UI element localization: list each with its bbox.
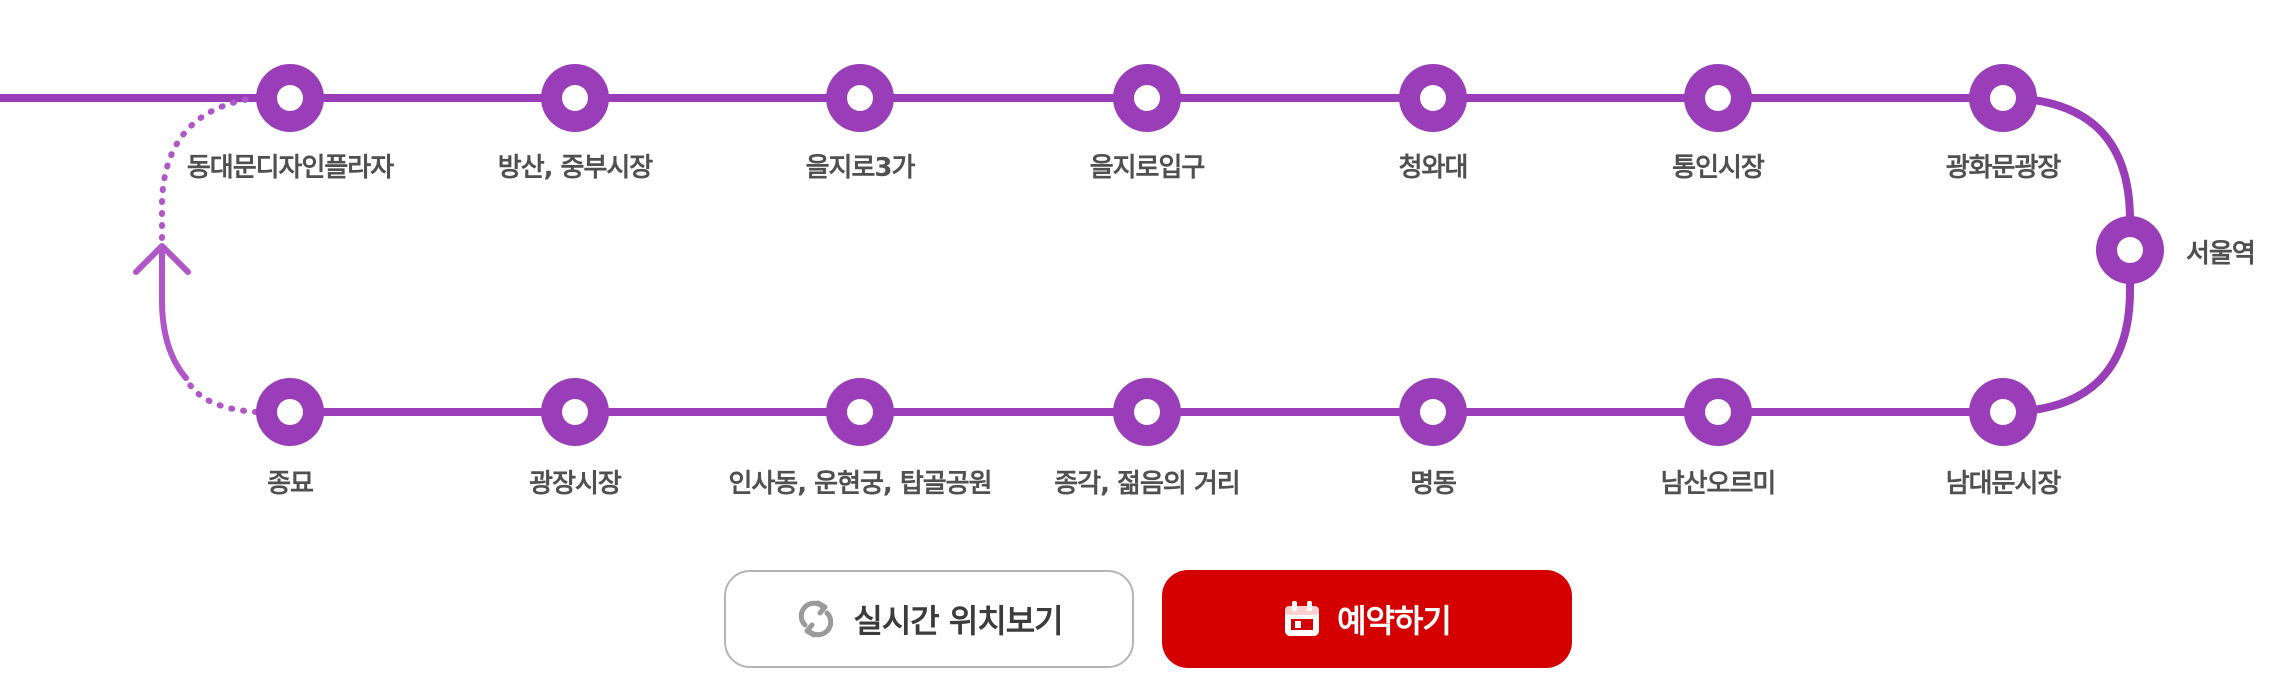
station-label-top-5[interactable]: 통인시장 xyxy=(1672,153,1765,183)
station-marker-bottom-3[interactable] xyxy=(1113,378,1181,446)
station-label-top-2[interactable]: 을지로3가 xyxy=(805,153,916,183)
station-label-bottom-3[interactable]: 종각, 젊음의 거리 xyxy=(1054,469,1240,499)
station-label-side-0[interactable]: 서울역 xyxy=(2186,239,2256,269)
station-marker-side-0[interactable] xyxy=(2096,216,2164,284)
station-marker-top-2[interactable] xyxy=(826,64,894,132)
station-label-top-0[interactable]: 동대문디자인플라자 xyxy=(186,153,394,183)
station-label-top-4[interactable]: 청와대 xyxy=(1398,153,1469,183)
station-marker-top-1[interactable] xyxy=(541,64,609,132)
route-map xyxy=(0,64,2164,446)
station-label-bottom-4[interactable]: 인사동, 운현궁, 탑골공원 xyxy=(728,469,992,499)
realtime-location-label: 실시간 위치보기 xyxy=(853,602,1063,640)
station-marker-bottom-4[interactable] xyxy=(826,378,894,446)
loop-connector xyxy=(133,95,259,415)
route-line xyxy=(0,94,2134,416)
station-marker-top-4[interactable] xyxy=(1399,64,1467,132)
station-label-top-1[interactable]: 방산, 중부시장 xyxy=(497,153,653,183)
station-marker-top-0[interactable] xyxy=(256,64,324,132)
station-marker-top-5[interactable] xyxy=(1684,64,1752,132)
station-marker-bottom-6[interactable] xyxy=(256,378,324,446)
station-label-bottom-6[interactable]: 종묘 xyxy=(267,469,314,499)
refresh-icon xyxy=(795,599,837,639)
station-label-bottom-2[interactable]: 명동 xyxy=(1410,469,1457,499)
station-label-bottom-1[interactable]: 남산오르미 xyxy=(1660,469,1777,499)
reserve-button[interactable]: 예약하기 xyxy=(1162,570,1572,668)
station-marker-bottom-1[interactable] xyxy=(1684,378,1752,446)
station-label-bottom-0[interactable]: 남대문시장 xyxy=(1945,469,2062,499)
calendar-icon xyxy=(1283,600,1321,638)
realtime-location-button[interactable]: 실시간 위치보기 xyxy=(724,570,1134,668)
station-marker-bottom-5[interactable] xyxy=(541,378,609,446)
station-label-top-3[interactable]: 을지로입구 xyxy=(1089,153,1206,183)
station-label-bottom-5[interactable]: 광장시장 xyxy=(529,469,622,499)
stations xyxy=(256,64,2164,446)
station-marker-bottom-2[interactable] xyxy=(1399,378,1467,446)
station-marker-top-3[interactable] xyxy=(1113,64,1181,132)
reserve-label: 예약하기 xyxy=(1337,602,1452,640)
station-marker-top-6[interactable] xyxy=(1969,64,2037,132)
station-label-top-6[interactable]: 광화문광장 xyxy=(1945,153,2062,183)
station-marker-bottom-0[interactable] xyxy=(1969,378,2037,446)
